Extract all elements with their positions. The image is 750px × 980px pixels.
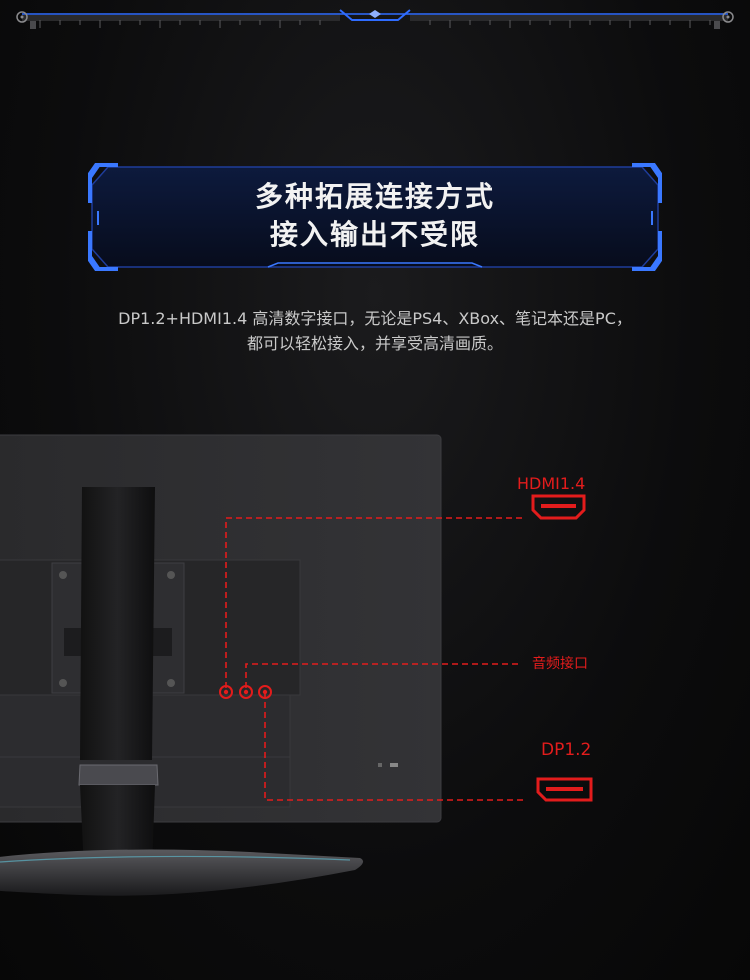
title-line-1: 多种拓展连接方式 <box>254 180 495 213</box>
title-line-2: 接入输出不受限 <box>269 218 480 251</box>
description-line-1: DP1.2+HDMI1.4 高清数字接口，无论是PS4、XBox、笔记本还是PC… <box>118 309 632 328</box>
dp-port-label: DP1.2 <box>541 740 592 760</box>
description: DP1.2+HDMI1.4 高清数字接口，无论是PS4、XBox、笔记本还是PC… <box>60 306 690 356</box>
top-ruler-decoration <box>16 9 734 29</box>
description-line-2: 都可以轻松接入，并享受高清画质。 <box>246 334 503 353</box>
audio-port-label: 音频接口 <box>532 656 588 672</box>
title-frame <box>88 163 662 271</box>
hdmi-port-label: HDMI1.4 <box>517 474 586 493</box>
section-title: 多种拓展连接方式 接入输出不受限 <box>88 178 662 254</box>
monitor-back-illustration <box>0 434 593 896</box>
